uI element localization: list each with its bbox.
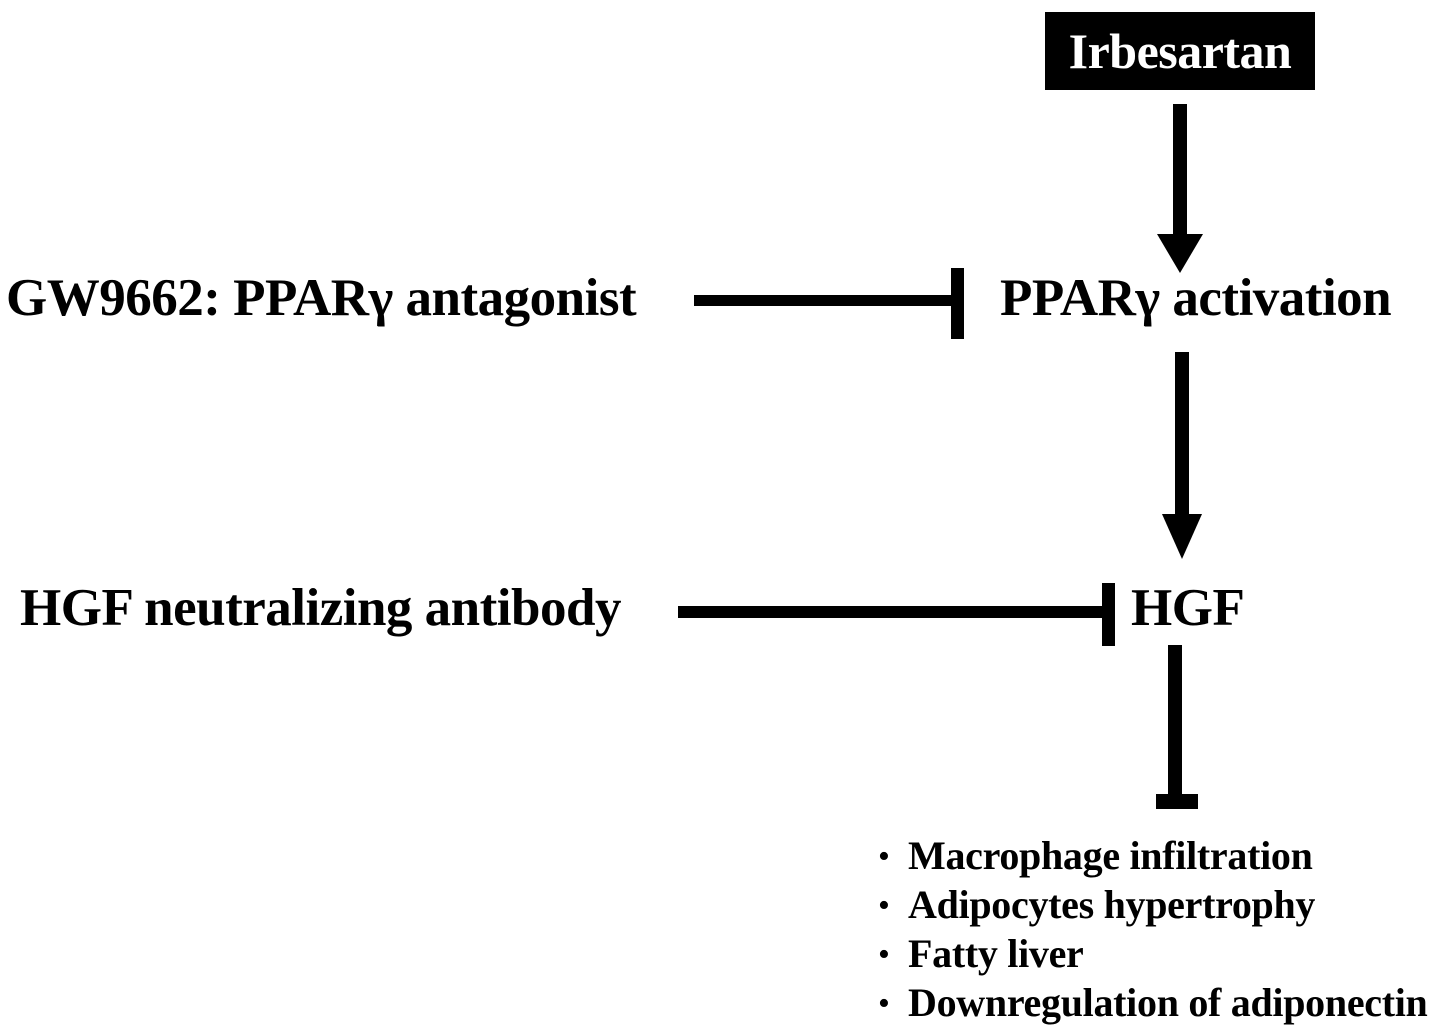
outcome-label: Downregulation of adiponectin [908, 980, 1428, 1025]
ppar-gamma-activation-label: PPARγ activation [1000, 269, 1392, 327]
bullet-dot-icon: • [878, 936, 890, 973]
inhibition-antibody-to-hgf [678, 583, 1115, 646]
bullet-dot-icon: • [878, 985, 890, 1022]
bullet-dot-icon: • [878, 887, 890, 924]
list-item: • Macrophage infiltration [878, 836, 1438, 885]
irbesartan-label: Irbesartan [1068, 23, 1292, 79]
inhibition-gw9662-to-ppar [694, 268, 964, 339]
hgf-label: HGF [1131, 579, 1245, 637]
irbesartan-node: Irbesartan [1045, 12, 1315, 90]
outcome-label: Fatty liver [908, 931, 1084, 976]
list-item: • Downregulation of adiponectin [878, 983, 1438, 1032]
arrow-irbesartan-to-ppar [1157, 104, 1203, 273]
list-item: • Adipocytes hypertrophy [878, 885, 1438, 934]
bullet-dot-icon: • [878, 838, 890, 875]
outcome-label: Macrophage infiltration [908, 833, 1313, 878]
arrow-ppar-to-hgf [1162, 352, 1202, 559]
outcome-label: Adipocytes hypertrophy [908, 882, 1316, 927]
gw9662-antagonist-label: GW9662: PPARγ antagonist [6, 269, 637, 327]
hgf-neutralizing-antibody-label: HGF neutralizing antibody [20, 579, 622, 637]
inhibition-hgf-to-outcomes [1156, 645, 1198, 809]
outcomes-list: • Macrophage infiltration • Adipocytes h… [878, 836, 1438, 1032]
list-item: • Fatty liver [878, 934, 1438, 983]
